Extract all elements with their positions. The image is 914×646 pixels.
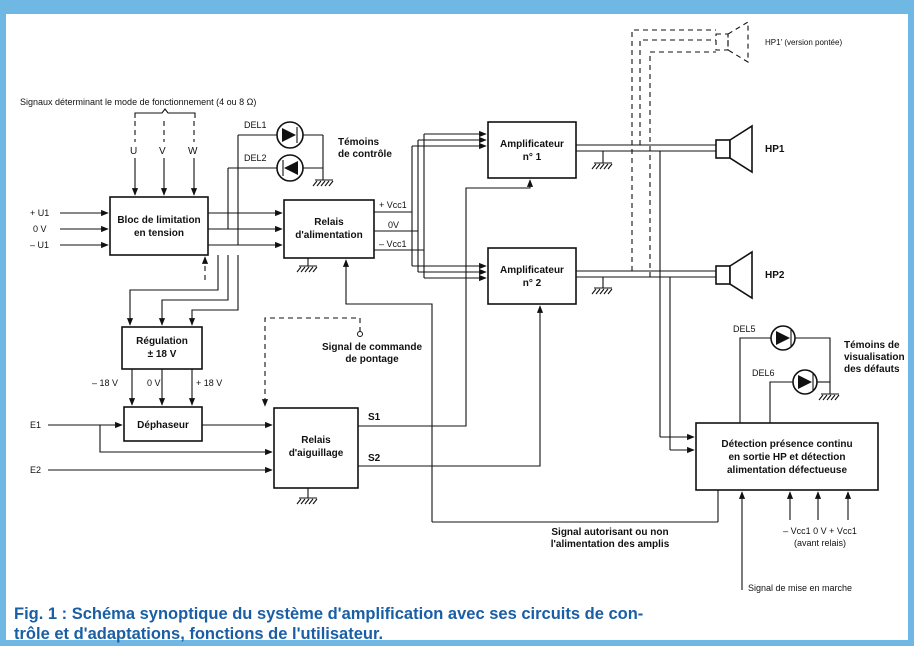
relais-alim-line2: d'alimentation	[295, 230, 362, 241]
ground-del	[312, 179, 334, 187]
del5-led	[770, 325, 796, 351]
ampli2-line2: n° 2	[523, 278, 542, 289]
ground-relais-aig	[296, 497, 318, 505]
ground-relais-alim	[296, 265, 318, 273]
del1-led	[276, 121, 304, 149]
input-e2: E2	[30, 465, 41, 475]
input-u1-plus: + U1	[30, 208, 49, 218]
relais-aiguillage-block: Relais d'aiguillage	[273, 407, 359, 489]
amplificateur-1-block: Amplificateur n° 1	[487, 121, 577, 179]
label-u: U	[130, 146, 137, 157]
ampli1-line2: n° 1	[523, 152, 542, 163]
del6-led	[792, 369, 818, 395]
avant-relais: (avant relais)	[794, 538, 846, 548]
limitation-line2: en tension	[134, 228, 184, 239]
ground-amp2	[591, 287, 613, 295]
detection-line2: en sortie HP et détection	[728, 452, 845, 463]
reg-0v: 0 V	[147, 378, 161, 388]
del1-label: DEL1	[244, 120, 267, 130]
ground-amp1	[591, 162, 613, 170]
relais-alimentation-block: Relais d'alimentation	[283, 199, 375, 259]
detection-line3: alimentation défectueuse	[727, 465, 847, 476]
autorisant-line2: l'alimentation des amplis	[551, 539, 670, 550]
caption-line-1: Fig. 1 : Schéma synoptique du système d'…	[14, 605, 644, 623]
label-w: W	[188, 146, 198, 157]
hp1p-label: HP1' (version pontée)	[765, 38, 842, 47]
pontage-line2: de pontage	[345, 354, 399, 365]
reg-plus-18v: + 18 V	[196, 378, 222, 388]
autorisant-line1: Signal autorisant ou non	[551, 527, 668, 538]
temoins-controle-2: de contrôle	[338, 149, 392, 160]
hp1-label: HP1	[765, 144, 785, 155]
amplificateur-2-block: Amplificateur n° 2	[487, 247, 577, 305]
figure-caption: Fig. 1 : Schéma synoptique du système d'…	[14, 604, 904, 644]
hp2-label: HP2	[765, 270, 785, 281]
dephaseur-label: Déphaseur	[137, 420, 189, 431]
limitation-line1: Bloc de limitation	[117, 215, 200, 226]
temoins-defauts-3: des défauts	[844, 364, 900, 375]
input-e1: E1	[30, 420, 41, 430]
ground-del56	[818, 393, 840, 401]
hp1-speaker	[715, 124, 753, 174]
rail-vcc-minus: – Vcc1	[379, 239, 407, 249]
del2-led	[276, 154, 304, 182]
caption-line-2: trôle et d'adaptations, fonctions de l'u…	[14, 625, 384, 643]
del2-label: DEL2	[244, 153, 267, 163]
regulation-line2: ± 18 V	[148, 349, 177, 360]
del5-label: DEL5	[733, 324, 756, 334]
regulation-block: Régulation ± 18 V	[121, 326, 203, 370]
label-v: V	[159, 146, 166, 157]
brace	[134, 108, 196, 118]
pontage-line1: Signal de commande	[322, 342, 422, 353]
regulation-line1: Régulation	[136, 336, 188, 347]
relais-aig-line2: d'aiguillage	[289, 448, 344, 459]
signal-s2: S2	[368, 453, 381, 464]
del6-label: DEL6	[752, 368, 775, 378]
hp2-speaker	[715, 250, 753, 300]
limitation-block: Bloc de limitation en tension	[109, 196, 209, 256]
input-0v: 0 V	[33, 224, 47, 234]
temoins-defauts-2: visualisation	[844, 352, 905, 363]
signals-title: Signaux déterminant le mode de fonctionn…	[20, 97, 256, 107]
relais-alim-line1: Relais	[314, 217, 344, 228]
vcc-bottom: – Vcc1 0 V + Vcc1	[783, 526, 857, 536]
ampli2-line1: Amplificateur	[500, 265, 564, 276]
temoins-defauts-1: Témoins de	[844, 340, 900, 351]
rail-vcc-plus: + Vcc1	[379, 200, 407, 210]
signal-s1: S1	[368, 412, 381, 423]
dephaseur-block: Déphaseur	[123, 406, 203, 442]
input-u1-minus: – U1	[30, 240, 49, 250]
ampli1-line1: Amplificateur	[500, 139, 564, 150]
relais-aig-line1: Relais	[301, 435, 331, 446]
reg-minus-18v: – 18 V	[92, 378, 118, 388]
hp1p-speaker	[715, 21, 749, 63]
rail-0v: 0V	[388, 220, 399, 230]
temoins-controle-1: Témoins	[338, 137, 380, 148]
detection-block: Détection présence continu en sortie HP …	[695, 422, 879, 491]
detection-line1: Détection présence continu	[721, 439, 852, 450]
mise-en-marche: Signal de mise en marche	[748, 583, 852, 593]
